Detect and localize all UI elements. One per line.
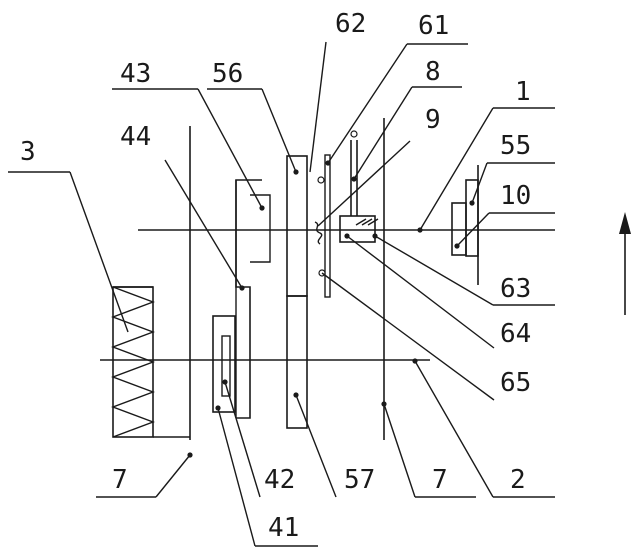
friction-disc xyxy=(324,154,331,298)
label-3: 3 xyxy=(20,137,36,167)
label-61: 61 xyxy=(418,11,449,41)
label-44: 44 xyxy=(120,122,151,152)
spring-element xyxy=(111,286,190,438)
clutch-assembly xyxy=(339,215,379,243)
label-64: 64 xyxy=(500,319,531,349)
label-7a: 7 xyxy=(112,465,128,495)
label-8: 8 xyxy=(425,57,441,87)
lower-gear xyxy=(212,315,236,413)
label-9: 9 xyxy=(425,105,441,135)
label-1: 1 xyxy=(515,77,531,107)
label-7b: 7 xyxy=(432,465,448,495)
leader-lines xyxy=(8,41,555,547)
label-42: 42 xyxy=(264,465,295,495)
right-gear xyxy=(451,179,479,257)
label-2: 2 xyxy=(510,465,526,495)
coil-spring xyxy=(314,221,323,245)
label-63: 63 xyxy=(500,274,531,304)
label-56: 56 xyxy=(212,59,243,89)
label-65: 65 xyxy=(500,368,531,398)
ref-circle-62 xyxy=(317,176,325,184)
main-gear xyxy=(286,155,308,429)
label-10: 10 xyxy=(500,181,531,211)
label-62: 62 xyxy=(335,9,366,39)
up-arrow-icon xyxy=(619,212,631,315)
label-55: 55 xyxy=(500,131,531,161)
label-43: 43 xyxy=(120,59,151,89)
control-rod xyxy=(350,130,358,216)
label-41: 41 xyxy=(268,513,299,543)
stepped-gear xyxy=(235,179,271,419)
label-57: 57 xyxy=(344,465,375,495)
